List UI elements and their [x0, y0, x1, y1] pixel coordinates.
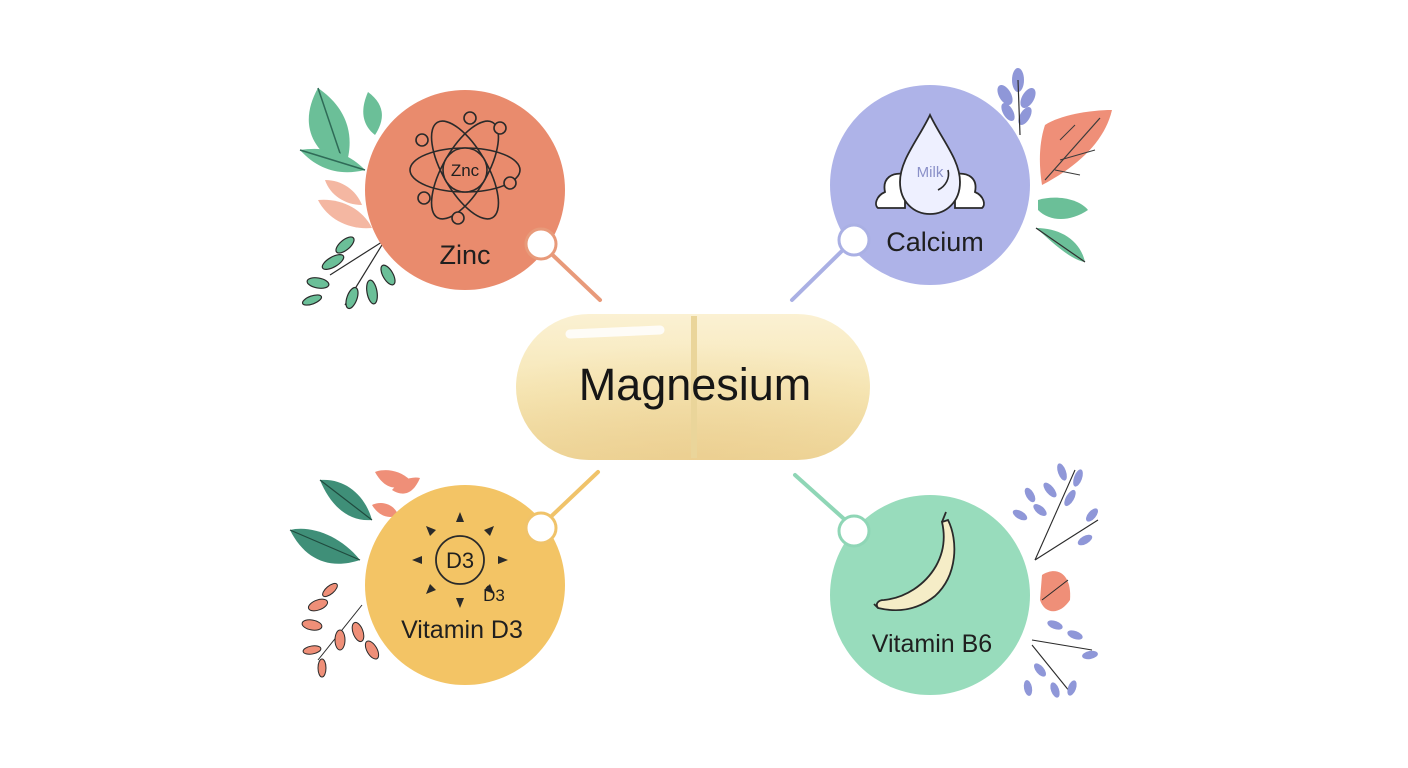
node-label-vitamin-d3: Vitamin D3	[401, 616, 523, 644]
node-circle-vitamin-d3	[365, 485, 565, 685]
node-label-zinc: Zinc	[439, 240, 490, 270]
sun-icon-text: D3	[446, 548, 474, 573]
connector-knob-vitamin-b6	[837, 514, 871, 548]
connector-knob-zinc	[524, 227, 558, 261]
sun-icon	[412, 512, 508, 608]
connector-vitamin-b6	[793, 473, 855, 529]
foliage-zinc	[299, 87, 396, 310]
connector-calcium	[790, 241, 852, 302]
banana-icon	[873, 511, 956, 612]
milk-drop-icon	[875, 112, 985, 215]
foliage-vitamin-d3	[289, 470, 420, 678]
capsule-highlight	[565, 325, 665, 339]
node-label-calcium: Calcium	[886, 227, 984, 257]
center-label: Magnesium	[579, 359, 812, 410]
atom-icon-text: Znc	[451, 161, 480, 180]
milk-drop-icon-text: Milk	[917, 164, 944, 181]
foliage-calcium	[997, 68, 1112, 263]
atom-icon	[409, 111, 521, 225]
node-calcium: Milk Calcium	[830, 85, 1030, 285]
node-label-vitamin-b6: Vitamin B6	[872, 630, 992, 658]
connector-knob-vitamin-d3	[524, 511, 558, 545]
connector-knob-calcium	[837, 223, 871, 257]
center-capsule: Magnesium	[516, 314, 870, 460]
node-vitamin-d3: D3 D̂3 Vitamin D3	[365, 485, 565, 685]
node-zinc: Znc Zinc	[365, 90, 565, 290]
node-vitamin-b6: Vitamin B6	[830, 495, 1030, 695]
sun-icon-subtext: D̂3	[483, 585, 505, 605]
foliage-vitamin-b6	[1012, 463, 1099, 698]
